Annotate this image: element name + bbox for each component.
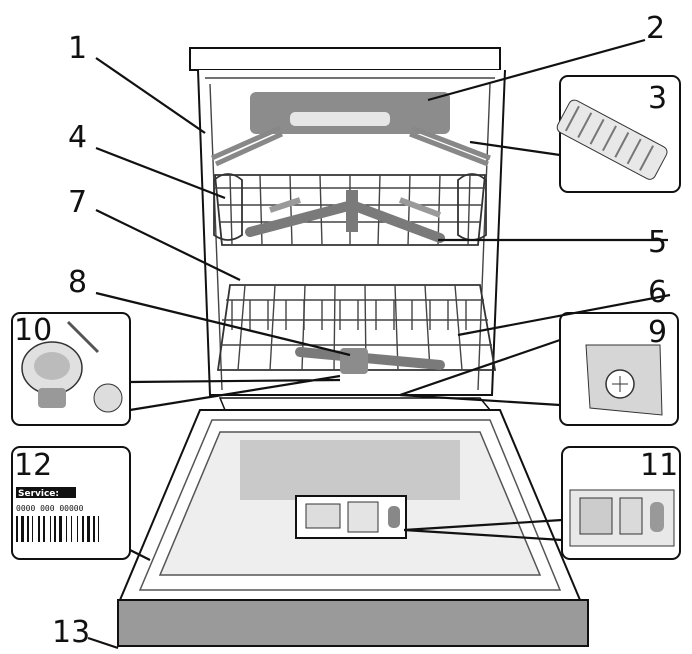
- upper-spray-assembly: [250, 92, 450, 134]
- service-code: 0000 000 00000: [16, 504, 84, 513]
- callout-1: 1: [68, 31, 87, 66]
- service-label: Service:: [18, 489, 59, 499]
- callout-9: 9: [648, 315, 667, 350]
- callout-4: 4: [68, 120, 87, 155]
- callout-10: 10: [14, 313, 52, 348]
- callout-13: 13: [52, 615, 90, 650]
- callout-11: 11: [640, 448, 678, 483]
- callout-2: 2: [646, 11, 665, 46]
- callout-7: 7: [68, 185, 87, 220]
- callout-12: 12: [14, 448, 52, 483]
- callout-3: 3: [648, 81, 667, 116]
- callout-6: 6: [648, 275, 667, 310]
- callout-5: 5: [648, 225, 667, 260]
- callout-8: 8: [68, 265, 87, 300]
